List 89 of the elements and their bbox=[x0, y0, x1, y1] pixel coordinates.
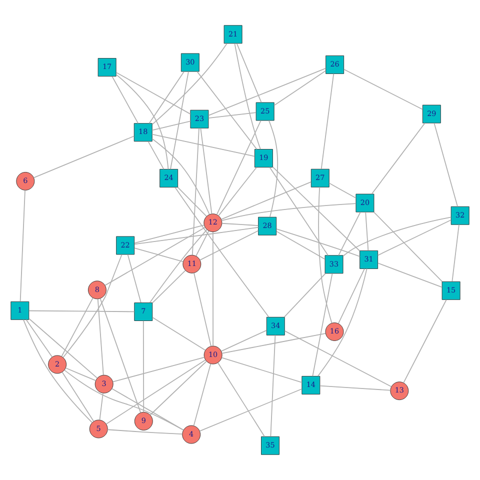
connector bbox=[272, 166, 360, 252]
connector bbox=[196, 71, 258, 150]
connector bbox=[220, 330, 267, 352]
connector bbox=[344, 68, 423, 110]
connector bbox=[338, 268, 365, 324]
connector bbox=[33, 136, 135, 178]
connector bbox=[61, 298, 94, 357]
connector bbox=[97, 298, 104, 376]
connector bbox=[342, 216, 452, 256]
connector bbox=[134, 248, 184, 262]
connector bbox=[434, 122, 458, 208]
connector bbox=[403, 299, 447, 384]
connector bbox=[112, 356, 205, 382]
connector bbox=[318, 186, 332, 324]
connector bbox=[328, 182, 356, 198]
connector bbox=[142, 320, 144, 413]
connector bbox=[193, 363, 212, 426]
connector bbox=[99, 392, 104, 420]
connector bbox=[200, 128, 212, 214]
connector bbox=[452, 224, 460, 282]
connector bbox=[107, 429, 183, 435]
connector bbox=[217, 362, 265, 438]
connector bbox=[221, 222, 259, 226]
connector bbox=[149, 229, 208, 304]
connector bbox=[220, 181, 312, 220]
connector bbox=[152, 120, 191, 131]
connector bbox=[116, 72, 191, 114]
connector bbox=[284, 273, 326, 318]
connector bbox=[208, 68, 326, 116]
connector bbox=[212, 232, 214, 346]
connector bbox=[23, 319, 93, 424]
connector bbox=[222, 333, 326, 354]
connector bbox=[28, 318, 98, 379]
connector bbox=[150, 360, 207, 416]
connector bbox=[318, 268, 368, 377]
connector bbox=[62, 372, 94, 422]
connector bbox=[148, 140, 164, 170]
connector bbox=[199, 388, 302, 432]
connector bbox=[100, 298, 142, 414]
connector bbox=[234, 43, 261, 150]
connector bbox=[284, 330, 392, 388]
connector bbox=[320, 73, 334, 170]
connector bbox=[221, 357, 302, 383]
connector bbox=[112, 76, 139, 124]
connector bbox=[371, 122, 426, 194]
connector bbox=[312, 272, 333, 377]
connector bbox=[62, 254, 122, 358]
connector bbox=[236, 43, 262, 103]
connector bbox=[104, 226, 206, 286]
connector bbox=[111, 388, 184, 430]
connector bbox=[269, 166, 328, 256]
connector bbox=[152, 134, 256, 157]
connector bbox=[64, 370, 184, 431]
connector bbox=[270, 334, 276, 437]
connector bbox=[148, 71, 184, 124]
connector bbox=[320, 385, 391, 391]
connector bbox=[134, 224, 205, 244]
connector bbox=[200, 230, 259, 260]
connector bbox=[378, 262, 442, 288]
connector bbox=[276, 230, 326, 260]
connector bbox=[192, 128, 200, 256]
connector bbox=[152, 138, 210, 215]
connector bbox=[177, 186, 207, 217]
connector bbox=[20, 190, 26, 302]
connector bbox=[276, 228, 360, 257]
connector bbox=[127, 254, 142, 303]
connector bbox=[28, 310, 135, 312]
connector bbox=[194, 272, 212, 347]
connector bbox=[106, 360, 206, 424]
connector bbox=[152, 270, 186, 304]
connector bbox=[218, 166, 258, 216]
connector bbox=[134, 226, 259, 245]
connector bbox=[174, 186, 270, 318]
connector bbox=[377, 220, 452, 256]
connector bbox=[216, 120, 262, 216]
connector bbox=[338, 212, 361, 256]
connector bbox=[65, 368, 96, 382]
connector bbox=[196, 230, 210, 256]
connector bbox=[170, 71, 189, 170]
connector bbox=[221, 203, 356, 221]
connector bbox=[274, 70, 326, 106]
connector bbox=[365, 212, 369, 252]
connector bbox=[152, 43, 228, 125]
connector bbox=[208, 112, 256, 119]
connector bbox=[268, 120, 278, 218]
connector bbox=[26, 319, 53, 358]
connector bbox=[116, 74, 169, 170]
connector bbox=[374, 212, 443, 282]
connector bbox=[152, 316, 206, 351]
